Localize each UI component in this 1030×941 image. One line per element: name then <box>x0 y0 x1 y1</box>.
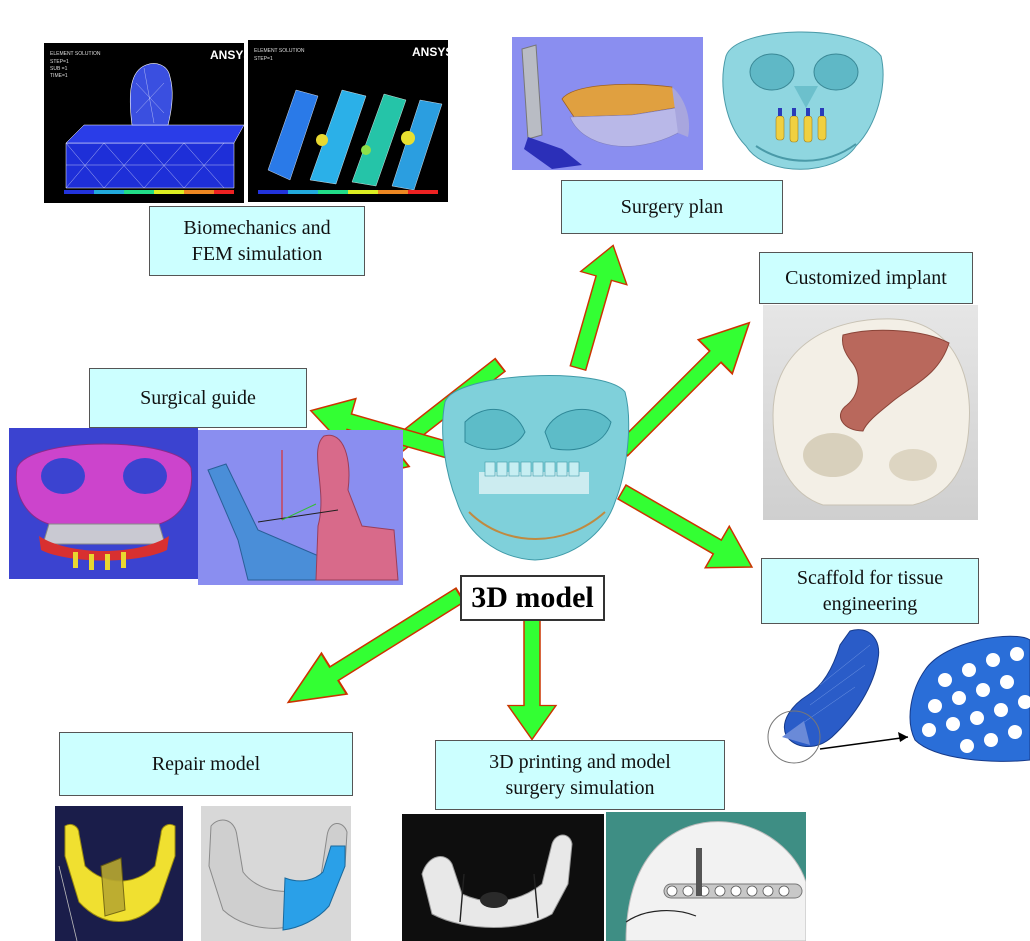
fem-right-header: ELEMENT SOLUTION <box>254 48 305 54</box>
ansys-logo-right: ANSYS <box>412 45 448 59</box>
arrow-to-repair-model <box>276 575 473 723</box>
surgery-plan-image-skull-implants <box>706 16 896 184</box>
printing-image-printed-mandible <box>402 814 604 941</box>
ansys-logo-left: ANSYS <box>210 48 244 62</box>
printing-image-plate-fixation <box>606 812 806 941</box>
svg-text:STEP=1: STEP=1 <box>254 56 273 62</box>
customized-implant-label: Customized implant <box>785 265 947 291</box>
svg-text:TIME=1: TIME=1 <box>50 73 68 79</box>
fem-image-tooth: ELEMENT SOLUTION STEP=1 SUB =1 TIME=1 AN… <box>44 43 244 203</box>
center-label-text: 3D model <box>471 581 594 615</box>
scaffold-image-bone <box>760 625 910 770</box>
scaffold-image-porous-detail <box>905 630 1030 765</box>
surgical-guide-image-mandible <box>198 430 403 585</box>
surgery-plan-image-planning <box>512 37 703 170</box>
central-3d-model-image <box>435 362 635 567</box>
arrow-to-3d-printing <box>508 612 556 740</box>
repair-model-label: Repair model <box>152 751 260 777</box>
repair-model-image-blue-mandible <box>201 806 351 941</box>
arrow-to-surgery-plan <box>555 239 636 375</box>
printing-label-line1: 3D printing and model <box>489 749 671 775</box>
printing-label-line2: surgery simulation <box>505 775 654 801</box>
repair-model-image-yellow-mandible <box>55 806 183 941</box>
surgical-guide-box: Surgical guide <box>89 368 307 428</box>
fem-image-mandible-strips: ELEMENT SOLUTION STEP=1 ANSYS <box>248 40 448 202</box>
scaffold-box: Scaffold for tissue engineering <box>761 558 979 624</box>
fem-left-header: ELEMENT SOLUTION <box>50 51 101 57</box>
surgical-guide-label: Surgical guide <box>140 385 256 411</box>
printing-box: 3D printing and model surgery simulation <box>435 740 725 810</box>
customized-implant-box: Customized implant <box>759 252 973 304</box>
surgery-plan-label: Surgery plan <box>621 194 723 220</box>
scaffold-label-line1: Scaffold for tissue <box>797 565 943 591</box>
svg-text:SUB =1: SUB =1 <box>50 66 68 72</box>
scaffold-label-line2: engineering <box>823 591 917 617</box>
svg-text:STEP=1: STEP=1 <box>50 59 69 65</box>
biomechanics-label-line1: Biomechanics and <box>183 215 330 241</box>
customized-implant-image-skull <box>763 305 978 520</box>
surgery-plan-box: Surgery plan <box>561 180 783 234</box>
repair-model-box: Repair model <box>59 732 353 796</box>
biomechanics-label-line2: FEM simulation <box>192 241 323 267</box>
surgical-guide-image-skull <box>9 428 198 579</box>
center-3d-model-label: 3D model <box>460 575 605 621</box>
biomechanics-box: Biomechanics and FEM simulation <box>149 206 365 276</box>
